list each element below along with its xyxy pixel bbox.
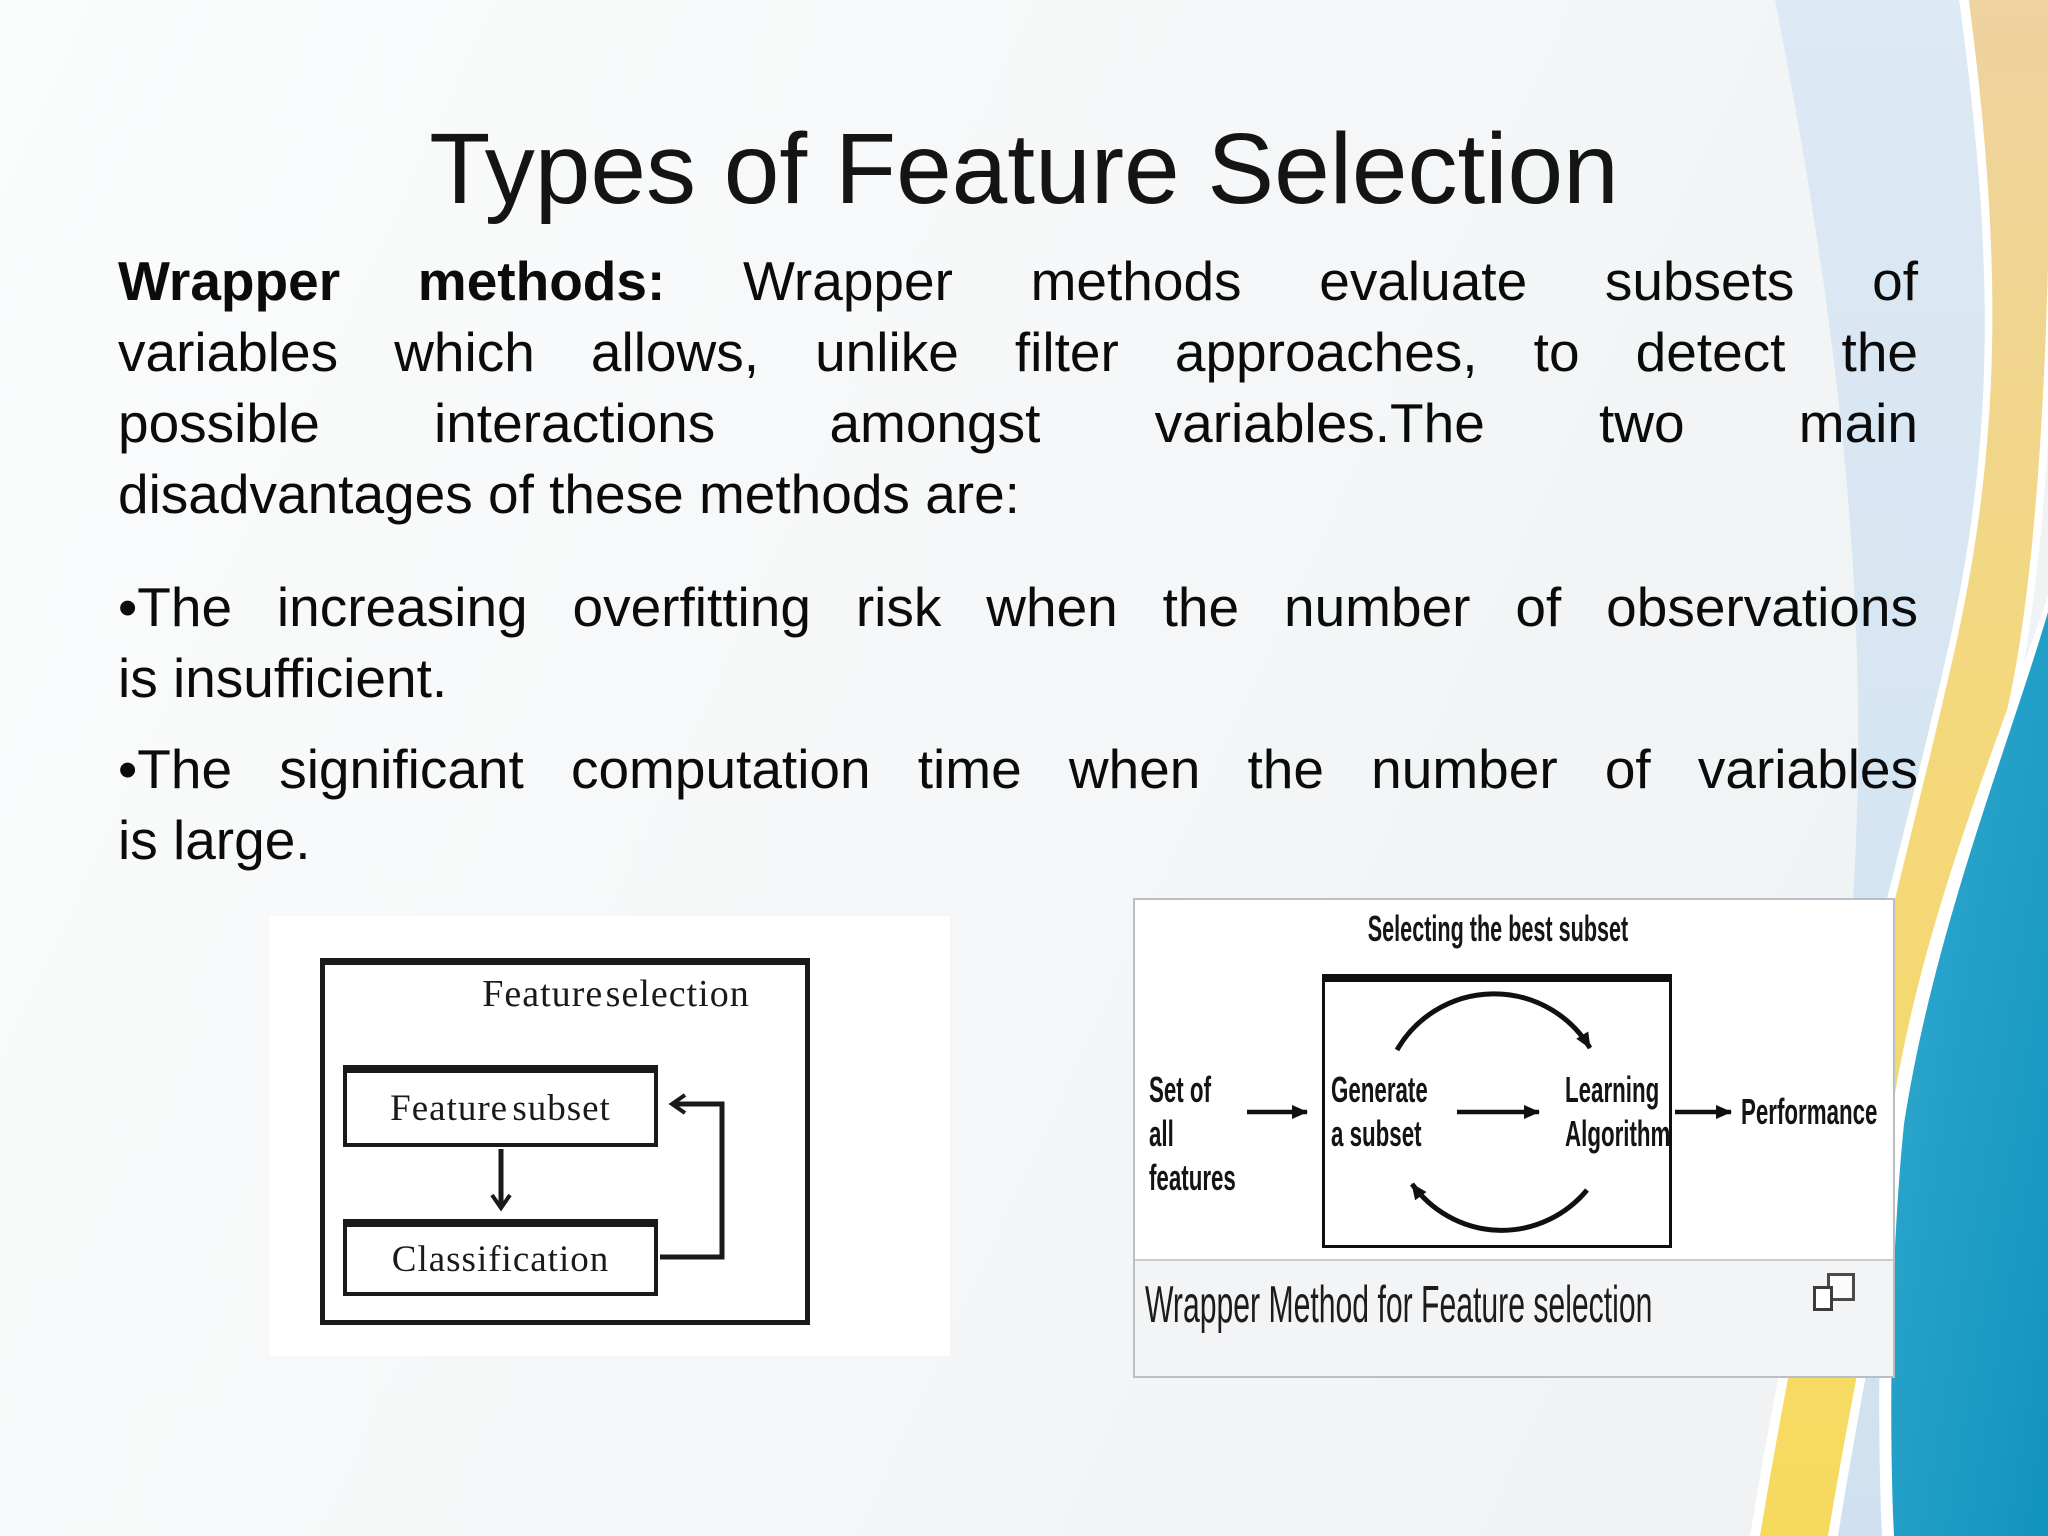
text-line: disadvantages of these methods are: xyxy=(118,463,1020,525)
text-line: variables which allows, unlike filter ap… xyxy=(118,321,1918,383)
pale-blue-band xyxy=(1775,0,2003,1536)
paragraph-lead: Wrapper methods: xyxy=(118,250,666,312)
text-line: •The significant computation time when t… xyxy=(118,738,1918,800)
generate-subset-label: Generate a subset xyxy=(1331,1069,1428,1154)
figure-caption-text: Wrapper Method for Feature selection xyxy=(1145,1276,1653,1334)
feature-subset-label: Feature subset xyxy=(390,1087,611,1129)
text-line: Wrapper methods: Wrapper methods evaluat… xyxy=(118,246,1918,317)
wrapper-loop-box xyxy=(1322,974,1672,1248)
text-line: is large. xyxy=(118,809,311,871)
figure-caption-bar: Wrapper Method for Feature selection xyxy=(1135,1259,1893,1376)
teal-corner xyxy=(1891,612,2048,1536)
enlarge-icon[interactable] xyxy=(1813,1273,1855,1315)
learning-algorithm-label: Learning Algorithm xyxy=(1565,1069,1671,1154)
selecting-best-subset-label: Selecting the best subset xyxy=(1367,908,1629,949)
body-text: Wrapper methods: Wrapper methods evaluat… xyxy=(118,246,1918,896)
classification-box: Classification xyxy=(343,1219,658,1296)
figure-wrapper-method: Selecting the best subset Set of all fea… xyxy=(1133,898,1895,1378)
performance-label: Performance xyxy=(1741,1091,1878,1132)
text-line: possible interactions amongst variables.… xyxy=(118,392,1918,454)
paragraph-line1-rest: Wrapper methods evaluate subsets of xyxy=(665,250,1918,312)
feature-selection-outer-box xyxy=(320,958,810,1325)
bullet-overfitting-risk: •The increasing overfitting risk when th… xyxy=(118,572,1918,714)
slide-title: Types of Feature Selection xyxy=(429,113,1619,225)
figure-feature-selection: Feature selection Feature subset Classif… xyxy=(270,916,950,1356)
set-of-all-features-label: Set of all features xyxy=(1149,1069,1236,1198)
paragraph-wrapper-methods: Wrapper methods: Wrapper methods evaluat… xyxy=(118,246,1918,530)
text-line: •The increasing overfitting risk when th… xyxy=(118,576,1918,638)
text-line: is insufficient. xyxy=(118,647,448,709)
feature-selection-label: Feature selection xyxy=(482,973,750,1015)
enlarge-icon-small-square xyxy=(1813,1286,1833,1311)
bullet-computation-time: •The significant computation time when t… xyxy=(118,734,1918,876)
classification-label: Classification xyxy=(391,1239,610,1280)
feature-subset-box: Feature subset xyxy=(343,1065,658,1147)
